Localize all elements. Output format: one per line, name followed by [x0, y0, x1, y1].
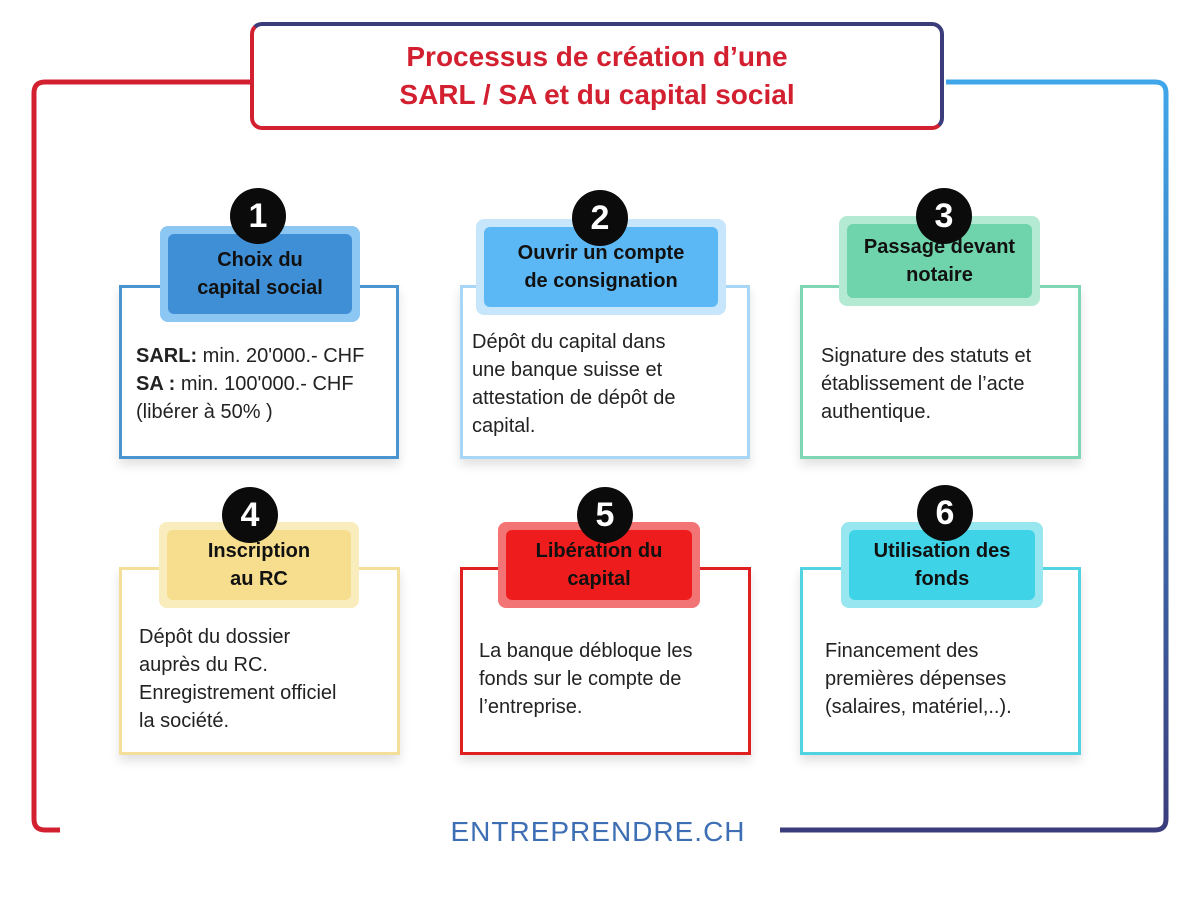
frame-left [31, 79, 252, 833]
description-line: authentique. [821, 398, 1031, 426]
step-number-badge: 1 [230, 188, 286, 244]
step-label-text: Inscription [207, 540, 311, 562]
step-number-badge: 2 [572, 190, 628, 246]
description-line: capital. [472, 412, 676, 440]
description-text: premières dépenses [825, 668, 1007, 690]
description-line: SARL: min. 20'000.- CHF [136, 342, 364, 370]
description-text: l’entreprise. [479, 696, 583, 718]
step-number-badge: 5 [577, 487, 633, 543]
step-4-description: Dépôt du dossier auprès du RC. Enregistrem… [139, 623, 337, 735]
description-line: une banque suisse et [472, 356, 676, 384]
description-line: attestation de dépôt de [472, 384, 676, 412]
description-text: min. 100'000.- CHF [175, 373, 354, 395]
step-label-text: Ouvrir un compte [517, 242, 685, 264]
description-line: établissement de l’acte [821, 370, 1031, 398]
description-line: Dépôt du capital dans [472, 328, 676, 356]
step-label-text: capital [567, 568, 631, 590]
description-text: min. 20'000.- CHF [197, 345, 365, 367]
title-line-1: Processus de création d’une [406, 41, 788, 72]
description-text: auprès du RC. [139, 654, 268, 676]
description-text: (salaires, matériel,..). [825, 696, 1012, 718]
description-line: auprès du RC. [139, 651, 337, 679]
step-label-text: fonds [914, 568, 970, 590]
step-label-text: au RC [230, 568, 288, 590]
step-label-inner: Choix du capital social [168, 234, 352, 314]
step-1-label: Choix du capital social [160, 226, 360, 322]
description-text: Financement des [825, 640, 979, 662]
step-label-inner: Libération du capital [506, 530, 692, 600]
description-line: Enregistrement officiel [139, 679, 337, 707]
description-text: la société. [139, 710, 230, 732]
description-line: la société. [139, 707, 337, 735]
step-label-text: Libération du [535, 540, 663, 562]
description-text: Dépôt du capital dans [472, 331, 666, 353]
step-5-description: La banque débloque les fonds sur le compt… [479, 637, 693, 721]
description-line: (salaires, matériel,..). [825, 693, 1012, 721]
frame-top-right [780, 79, 1169, 833]
step-label-text: de consignation [524, 270, 678, 292]
step-2-description: Dépôt du capital dans une banque suisse e… [472, 328, 676, 440]
description-bold: SA : [136, 373, 176, 395]
step-6-label: Utilisation des fonds [841, 522, 1043, 608]
description-bold: SARL: [136, 345, 198, 367]
description-line: Financement des [825, 637, 1012, 665]
description-line: Dépôt du dossier [139, 623, 337, 651]
step-number-badge: 3 [916, 188, 972, 244]
description-line: fonds sur le compte de [479, 665, 693, 693]
step-6-description: Financement des premières dépenses (salair… [825, 637, 1012, 721]
description-line: (libérer à 50% ) [136, 398, 364, 426]
footer-brand: ENTREPRENDRE.CH [450, 816, 746, 847]
description-line: La banque débloque les [479, 637, 693, 665]
description-line: Signature des statuts et [821, 342, 1031, 370]
description-text: Dépôt du dossier [139, 626, 291, 648]
description-text: authentique. [821, 401, 932, 423]
description-text: Enregistrement officiel [139, 682, 337, 704]
step-3-description: Signature des statuts et établissement de… [821, 342, 1031, 426]
step-label-text: notaire [906, 264, 973, 286]
step-4-label: Inscription au RC [159, 522, 359, 608]
description-text: Signature des statuts et [821, 345, 1032, 367]
step-label-inner: Inscription au RC [167, 530, 351, 600]
step-label-inner: Utilisation des fonds [849, 530, 1035, 600]
description-text: fonds sur le compte de [479, 668, 682, 690]
step-number-badge: 6 [917, 485, 973, 541]
step-label-text: Choix du [217, 249, 303, 271]
step-label-text: Utilisation des [873, 540, 1011, 562]
step-label-text: Passage devant [863, 236, 1016, 258]
step-number-badge: 4 [222, 487, 278, 543]
description-text: attestation de dépôt de [472, 387, 676, 409]
description-text: établissement de l’acte [821, 373, 1025, 395]
description-text: capital. [472, 415, 536, 437]
description-line: l’entreprise. [479, 693, 693, 721]
step-label-text: capital social [197, 277, 323, 299]
description-text: La banque débloque les [479, 640, 693, 662]
description-text: (libérer à 50% ) [136, 401, 273, 423]
title-line-2: SARL / SA et du capital social [399, 79, 795, 110]
title-box: Processus de création d’une SARL / SA et… [250, 22, 944, 130]
step-3-card [800, 285, 1081, 459]
description-line: premières dépenses [825, 665, 1012, 693]
description-text: une banque suisse et [472, 359, 663, 381]
description-line: SA : min. 100'000.- CHF [136, 370, 364, 398]
